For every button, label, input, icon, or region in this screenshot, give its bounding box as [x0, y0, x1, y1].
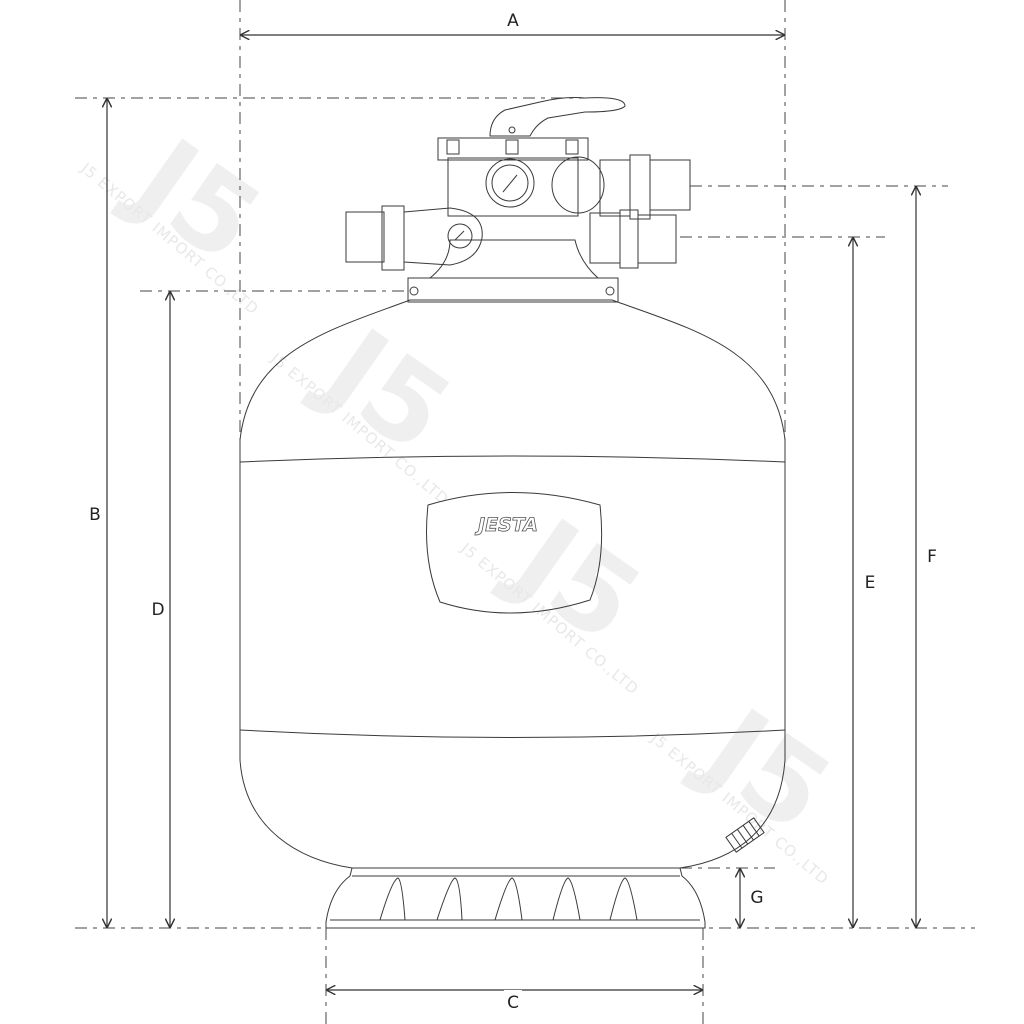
dimension-a: A — [240, 11, 785, 35]
dimension-label-b: B — [89, 505, 101, 525]
valve-handle — [489, 97, 626, 137]
watermark: J5 J5 J5 J5 J5 EXPORT IMPORT CO.,LTD J5 … — [77, 111, 853, 889]
dimension-c: C — [326, 990, 703, 1014]
dimension-e: E — [853, 237, 875, 928]
dimension-d: D — [151, 291, 170, 928]
multiport-valve — [345, 97, 691, 303]
dimension-label-a: A — [507, 11, 519, 31]
dimension-label-c: C — [507, 993, 519, 1013]
brand-logo: JESTA — [474, 514, 538, 536]
dimension-label-g: G — [750, 888, 763, 908]
dimension-label-f: F — [927, 547, 937, 567]
pressure-gauge-icon — [485, 158, 535, 208]
dimension-b: B — [88, 98, 107, 928]
brand-plaque: JESTA — [426, 492, 603, 614]
dimension-f: F — [916, 186, 937, 928]
drain-plug — [725, 817, 765, 853]
filter-base — [325, 867, 706, 929]
dimension-label-e: E — [865, 573, 876, 593]
dimension-label-d: D — [151, 600, 164, 620]
dimension-g: G — [740, 868, 764, 928]
